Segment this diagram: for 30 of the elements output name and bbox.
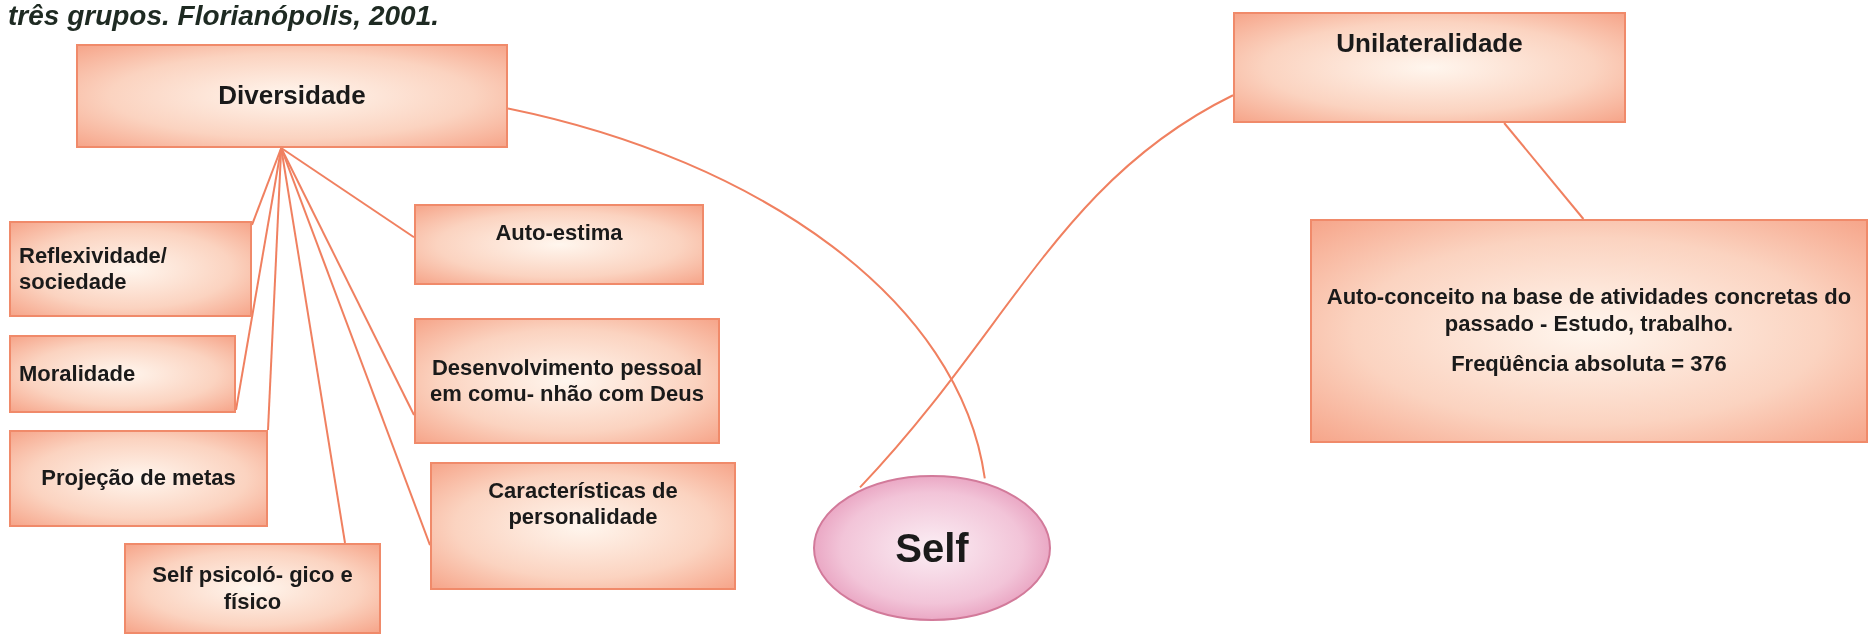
frequency-text: Freqüência absoluta = 376: [1451, 351, 1727, 378]
connector-line: [280, 147, 415, 416]
node-label: Unilateralidade: [1336, 28, 1523, 60]
node-label: Desenvolvimento pessoal em comu- nhão com Deus: [429, 354, 705, 408]
concept-box: [124, 543, 381, 634]
concept-ellipse: [812, 474, 1052, 622]
concept-box: [1310, 219, 1868, 443]
node-label: Reflexividade/ sociedade: [19, 242, 168, 296]
concept-box: [430, 462, 736, 590]
node-label: Auto-conceito na base de atividades concretas do passado - Estudo, trabalho.: [1325, 284, 1853, 338]
node-label: Moralidade: [19, 360, 136, 388]
connector-line: [280, 147, 415, 239]
concept-box: [9, 335, 236, 413]
concept-box: [414, 204, 704, 285]
node-label: Projeção de metas: [41, 465, 236, 492]
concept-box: [9, 221, 252, 317]
concept-box: [1233, 12, 1626, 123]
node-label: Self: [895, 525, 969, 572]
connector-line: [251, 147, 283, 226]
node-label: Self psicoló- gico e físico: [151, 562, 354, 615]
title: três grupos. Florianópolis, 2001.: [8, 0, 439, 32]
node-label: Auto-estima: [495, 220, 623, 247]
node-label: Características de personalidade: [487, 478, 679, 531]
node-label: Diversidade: [218, 80, 366, 112]
connector-line: [507, 107, 986, 480]
concept-box: [76, 44, 508, 148]
connector-line: [1503, 122, 1585, 220]
concept-box: [9, 430, 268, 527]
connector-line: [859, 94, 1234, 489]
concept-box: [414, 318, 720, 444]
